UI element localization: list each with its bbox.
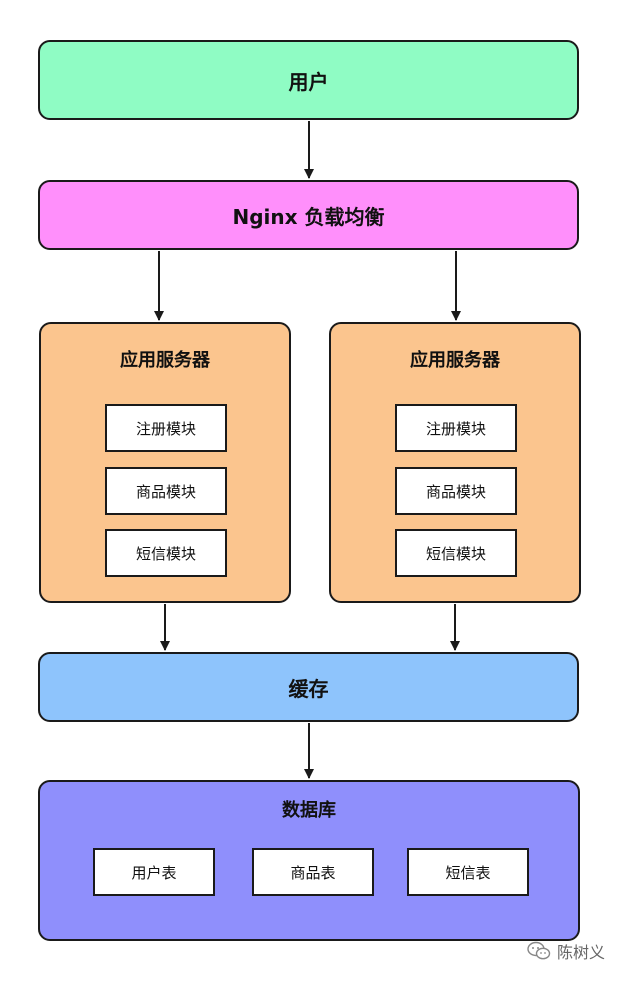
user-table: 用户表 [93, 848, 215, 896]
user-box: 用户 [38, 40, 579, 120]
app-server-box-1: 应用服务器 注册模块 商品模块 短信模块 [39, 322, 291, 603]
nginx-label: Nginx 负载均衡 [232, 204, 385, 229]
database-box: 数据库 用户表 商品表 短信表 [38, 780, 580, 941]
sms-table: 短信表 [407, 848, 529, 896]
app-server-box-2: 应用服务器 注册模块 商品模块 短信模块 [329, 322, 581, 603]
cache-label: 缓存 [288, 676, 329, 701]
sms-module-2: 短信模块 [395, 529, 517, 577]
nginx-load-balancer-box: Nginx 负载均衡 [38, 180, 579, 250]
database-title: 数据库 [282, 800, 336, 821]
watermark: 陈树义 [527, 939, 605, 963]
wechat-icon [527, 941, 551, 960]
sms-module-1: 短信模块 [105, 529, 227, 577]
register-module-1: 注册模块 [105, 404, 227, 452]
app-server-title-2: 应用服务器 [410, 350, 500, 371]
register-module-2: 注册模块 [395, 404, 517, 452]
product-table: 商品表 [252, 848, 374, 896]
product-module-2: 商品模块 [395, 467, 517, 515]
user-label: 用户 [288, 69, 329, 94]
watermark-text: 陈树义 [556, 943, 605, 962]
cache-box: 缓存 [38, 652, 579, 722]
product-module-1: 商品模块 [105, 467, 227, 515]
app-server-title-1: 应用服务器 [120, 350, 210, 371]
